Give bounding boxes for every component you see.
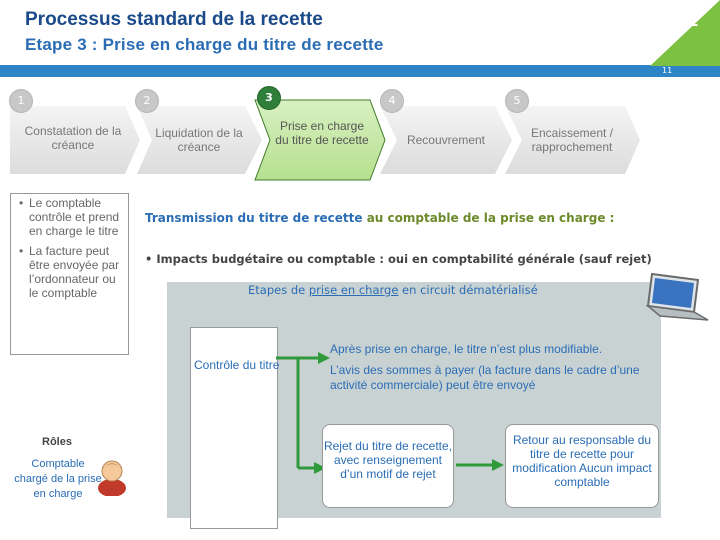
step-4-number[interactable]: 4: [380, 89, 404, 113]
roles-description: Comptable chargé de la prise en charge: [14, 458, 102, 500]
flow-arrows: [276, 352, 330, 474]
laptop-icon: [645, 272, 709, 321]
step-4-chevron: [380, 106, 512, 174]
page-title: Processus standard de la recette: [25, 9, 323, 30]
avis-text: L’avis des sommes à payer (la facture da…: [330, 363, 640, 392]
controle-text: Contrôle du titre: [194, 358, 280, 372]
reject-arrow: [456, 459, 504, 471]
header-divider: [0, 65, 720, 77]
step-2-number[interactable]: 2: [135, 89, 159, 113]
step-3-label: Prise en charge du titre de recette: [275, 119, 369, 147]
rejet-box: Rejet du titre de recette, avec renseign…: [322, 424, 454, 508]
corner-triangle: [650, 0, 720, 66]
left-info-box: Le comptable contrôle et prend en charge…: [10, 193, 129, 355]
step-1-number[interactable]: 1: [9, 89, 33, 113]
step-2-label: Liquidation de la créance: [155, 126, 243, 154]
page-subtitle: Etape 3 : Prise en charge du titre de re…: [25, 35, 384, 54]
page-number: 11: [662, 66, 673, 75]
control-box: [190, 327, 278, 529]
step-3-number[interactable]: 3: [257, 86, 281, 110]
step-2-chevron: [137, 106, 262, 174]
step-3-chevron: [254, 99, 386, 181]
person-icon: [98, 460, 126, 496]
apres-text: Après prise en charge, le titre n’est pl…: [330, 342, 603, 356]
step-5-label: Encaissement / rapprochement: [530, 126, 614, 154]
step-1-chevron: [10, 106, 140, 174]
retour-box: Retour au responsable du titre de recett…: [505, 424, 659, 508]
step-4-label: Recouvrement: [406, 133, 486, 147]
process-chevrons: [10, 99, 640, 181]
roles-label: Rôles: [42, 436, 72, 448]
corner-number: 1: [688, 10, 699, 30]
step-1-label: Constatation de la créance: [24, 124, 122, 152]
left-item-2: La facture peut être envoyée par l’ordon…: [19, 244, 128, 300]
impacts-text: • Impacts budgétaire ou comptable : oui …: [145, 252, 652, 266]
transmission-text: Transmission du titre de recette au comp…: [145, 211, 615, 225]
left-item-1: Le comptable contrôle et prend en charge…: [19, 196, 128, 238]
etapes-title: Etapes de prise en charge en circuit dém…: [248, 283, 538, 297]
step-5-number[interactable]: 5: [505, 89, 529, 113]
step-5-chevron: [505, 106, 640, 174]
